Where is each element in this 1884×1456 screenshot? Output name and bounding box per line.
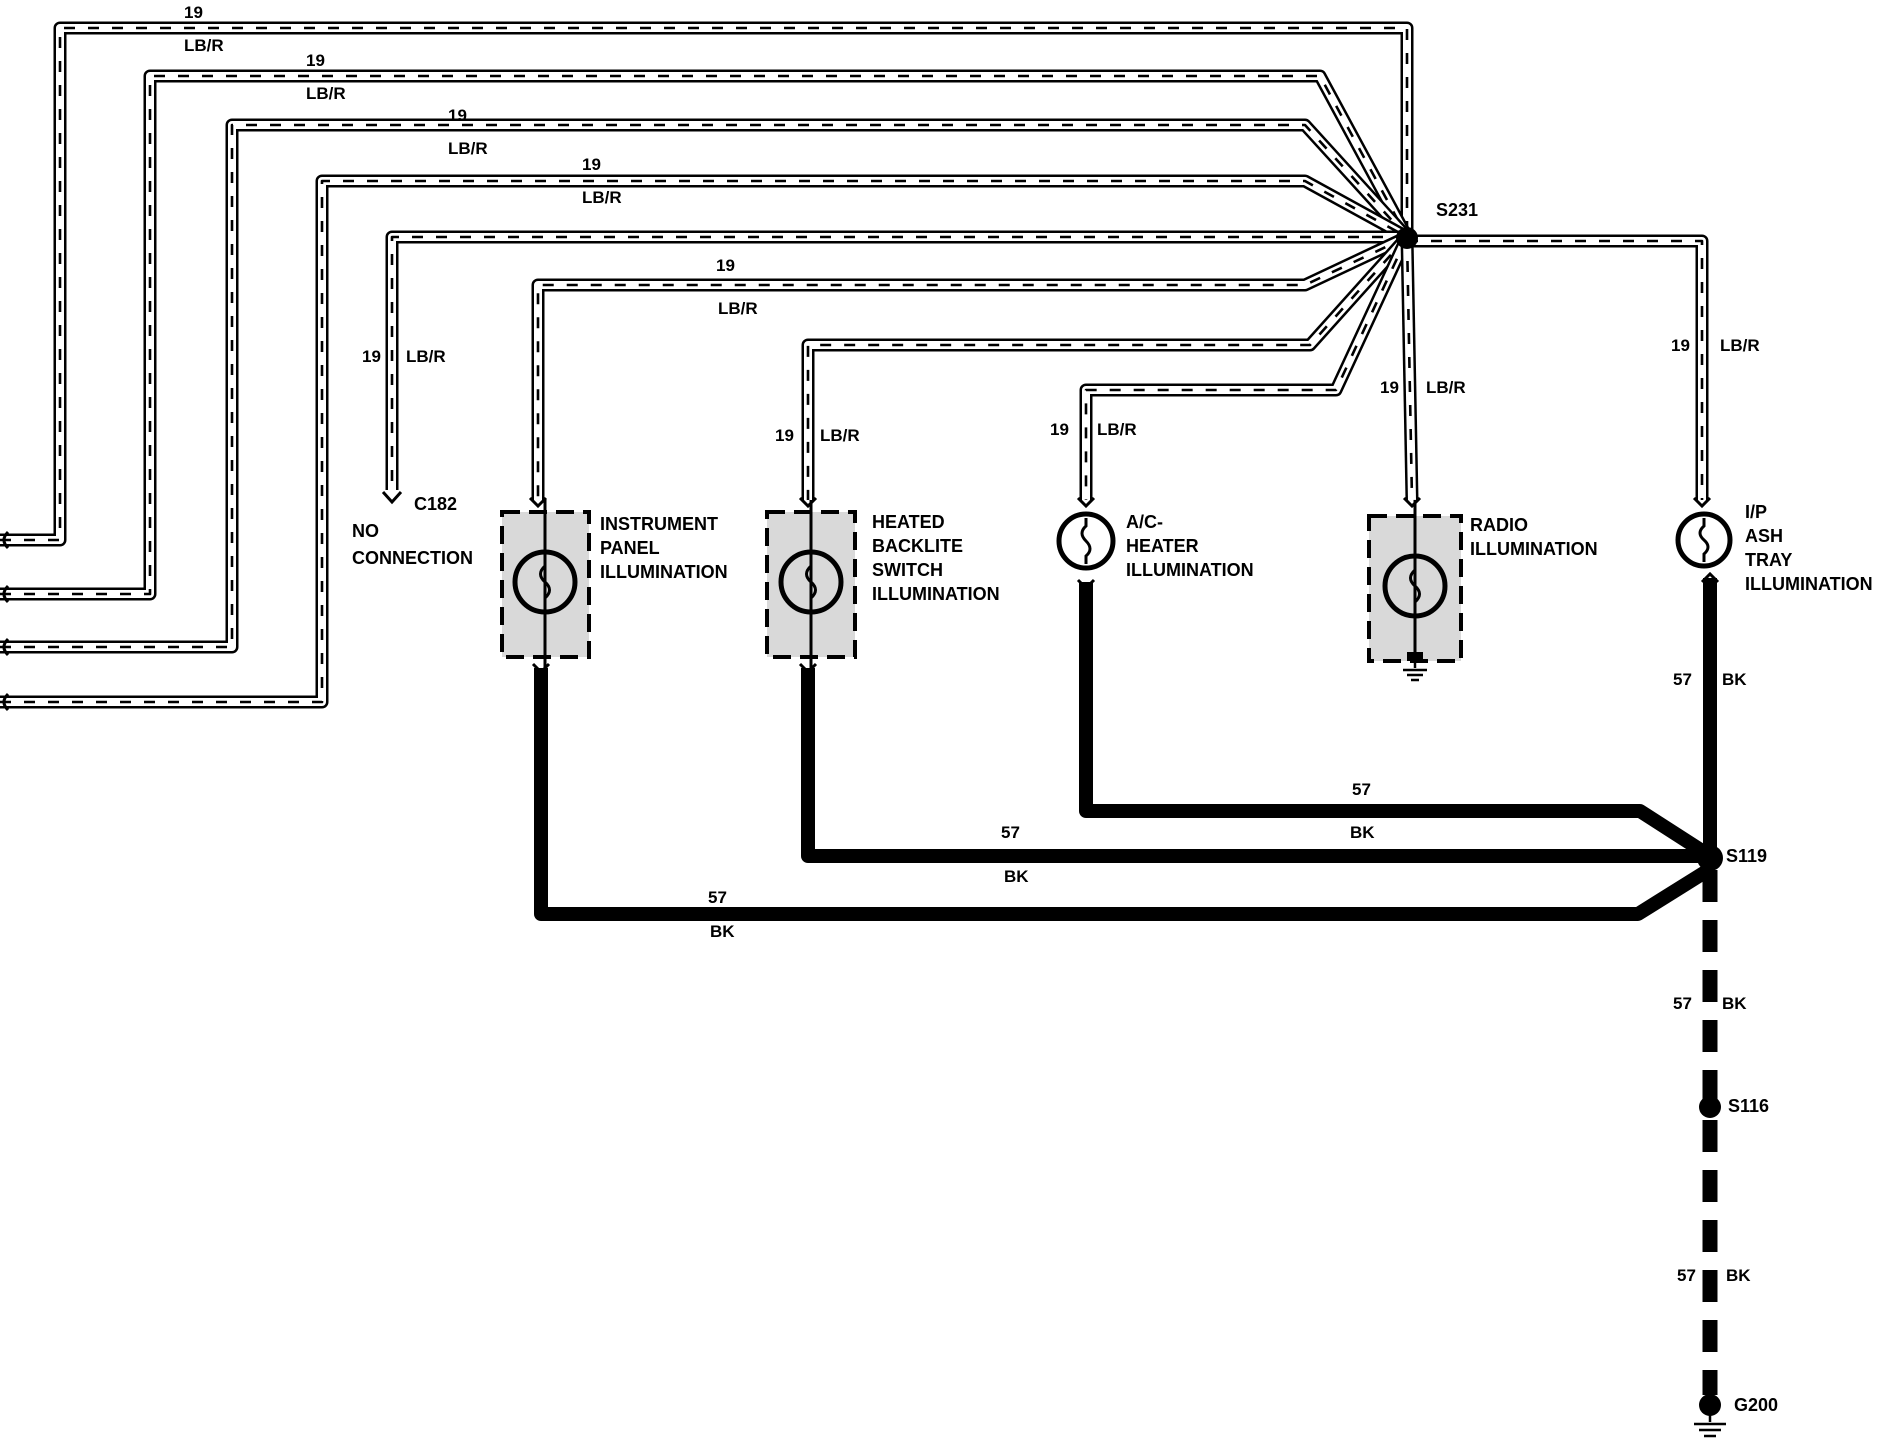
wire-57-ac-heater bbox=[1079, 582, 1714, 862]
wire-label-color: BK bbox=[1004, 867, 1029, 886]
wire-label-circuit: 19 bbox=[184, 3, 203, 22]
wire-label-circuit: 19 bbox=[775, 426, 794, 445]
wire-label-color: LB/R bbox=[1426, 378, 1466, 397]
wire-19-instrument-panel bbox=[531, 231, 1410, 500]
wire-19-top-3 bbox=[0, 118, 1412, 654]
ac-heater-illumination bbox=[1056, 511, 1116, 571]
terminal-arrows bbox=[381, 490, 1720, 675]
wire-19-top-2 bbox=[0, 69, 1413, 601]
wire-label-color: BK bbox=[1722, 670, 1747, 689]
wire-labels: 19 LB/R 19 LB/R 19 LB/R 19 LB/R 19 LB/R … bbox=[184, 3, 1760, 1285]
bk-wires bbox=[534, 578, 1718, 1395]
wire-57-heated-backlite bbox=[801, 668, 1710, 863]
heated-backlite-label: HEATED BACKLITE SWITCH ILLUMINATION bbox=[872, 512, 1000, 604]
splice-s116-label: S116 bbox=[1728, 1096, 1769, 1116]
wire-label-circuit: 19 bbox=[1380, 378, 1399, 397]
wire-label-circuit: 57 bbox=[1001, 823, 1020, 842]
splice-s119-label: S119 bbox=[1726, 846, 1767, 866]
splice-s231-label: S231 bbox=[1436, 200, 1478, 220]
splice-s231 bbox=[1396, 227, 1418, 249]
wire-label-circuit: 19 bbox=[582, 155, 601, 174]
wire-label-circuit: 57 bbox=[1352, 780, 1371, 799]
wire-19-ac-heater bbox=[1079, 234, 1413, 500]
splice-labels: S231 S119 S116 G200 C182 NO CONNECTION bbox=[352, 200, 1778, 1415]
wire-label-color: LB/R bbox=[718, 299, 758, 318]
wire-label-color: LB/R bbox=[820, 426, 860, 445]
wire-label-circuit: 19 bbox=[716, 256, 735, 275]
ground-g200-label: G200 bbox=[1734, 1395, 1778, 1415]
splice-s116 bbox=[1699, 1096, 1721, 1118]
instrument-panel-label: INSTRUMENT PANEL ILLUMINATION bbox=[600, 514, 728, 582]
wire-label-color: LB/R bbox=[582, 188, 622, 207]
splice-s119 bbox=[1697, 845, 1723, 871]
ip-ash-tray-illumination bbox=[1675, 511, 1733, 569]
instrument-panel-illumination bbox=[500, 500, 591, 668]
wire-label-circuit: 19 bbox=[1050, 420, 1069, 439]
wire-label-circuit: 19 bbox=[306, 51, 325, 70]
component-labels: INSTRUMENT PANEL ILLUMINATION HEATED BAC… bbox=[600, 502, 1873, 604]
ground-g200-dot bbox=[1699, 1394, 1721, 1416]
wire-19-radio bbox=[1400, 236, 1419, 501]
wire-19-top-4 bbox=[0, 174, 1411, 709]
ip-ash-tray-label: I/P ASH TRAY ILLUMINATION bbox=[1745, 502, 1873, 594]
wire-label-circuit: 57 bbox=[1677, 1266, 1696, 1285]
wire-19-heated-backlite bbox=[801, 232, 1412, 500]
ac-heater-label: A/C- HEATER ILLUMINATION bbox=[1126, 512, 1254, 580]
wire-19-ash-tray bbox=[1407, 234, 1709, 500]
wire-19-c182 bbox=[385, 230, 1407, 490]
wire-label-circuit: 57 bbox=[708, 888, 727, 907]
wire-label-circuit: 57 bbox=[1673, 994, 1692, 1013]
wire-label-color: BK bbox=[1350, 823, 1375, 842]
wire-label-circuit: 19 bbox=[362, 347, 381, 366]
lb-r-wires bbox=[0, 21, 1709, 712]
wire-57-instrument-panel bbox=[534, 668, 1714, 921]
left-terminal-hooks bbox=[2, 530, 10, 712]
wire-label-circuit: 19 bbox=[448, 106, 467, 125]
c182-arrow-icon bbox=[381, 490, 403, 505]
wire-19-top-1 bbox=[0, 21, 1414, 547]
wire-label-color: LB/R bbox=[1097, 420, 1137, 439]
wire-label-color: BK bbox=[1722, 994, 1747, 1013]
g200-ground-icon bbox=[1694, 1414, 1726, 1438]
wire-label-color: LB/R bbox=[406, 347, 446, 366]
radio-ground-icon bbox=[1403, 661, 1427, 682]
wire-label-color: LB/R bbox=[306, 84, 346, 103]
no-connection-label: NO CONNECTION bbox=[352, 521, 473, 568]
radio-illumination bbox=[1367, 500, 1463, 682]
wire-label-color: BK bbox=[1726, 1266, 1751, 1285]
wire-label-circuit: 19 bbox=[1671, 336, 1690, 355]
wire-label-color: BK bbox=[710, 922, 735, 941]
wire-label-circuit: 57 bbox=[1673, 670, 1692, 689]
radio-label: RADIO ILLUMINATION bbox=[1470, 515, 1598, 559]
wire-label-color: LB/R bbox=[184, 36, 224, 55]
heated-backlite-switch-illumination bbox=[765, 500, 857, 668]
wire-label-color: LB/R bbox=[1720, 336, 1760, 355]
connector-c182-label: C182 bbox=[414, 494, 457, 514]
wire-label-color: LB/R bbox=[448, 139, 488, 158]
